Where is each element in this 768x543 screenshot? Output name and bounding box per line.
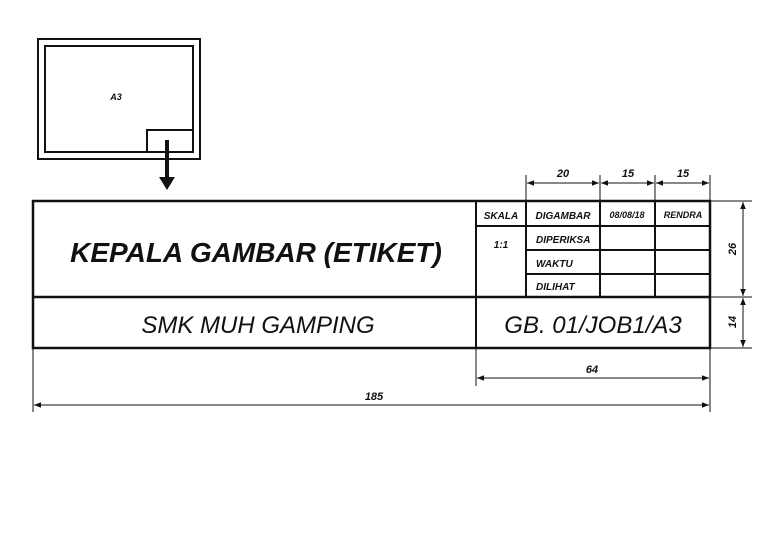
row-label-waktu: WAKTU xyxy=(536,259,573,270)
row-label-digambar: DIGAMBAR xyxy=(536,211,592,222)
row-label-diperiksa: DIPERIKSA xyxy=(536,235,590,246)
drawing-number: GB. 01/JOB1/A3 xyxy=(504,312,682,339)
dim-label-26: 26 xyxy=(727,242,739,256)
bottom-dimensions xyxy=(32,348,711,412)
dim-label-15a: 15 xyxy=(622,168,635,180)
row-label-dilihat: DILIHAT xyxy=(536,282,576,293)
scale-label: SKALA xyxy=(484,211,518,222)
dim-label-15b: 15 xyxy=(677,168,690,180)
main-title: KEPALA GAMBAR (ETIKET) xyxy=(70,237,442,268)
dim-label-14: 14 xyxy=(727,316,739,328)
sheet-title-block-region xyxy=(146,129,194,153)
right-dimensions xyxy=(710,200,752,349)
sheet-label: A3 xyxy=(109,92,122,102)
dim-label-185: 185 xyxy=(365,391,384,403)
title-block xyxy=(31,199,712,350)
row-date-digambar: 08/08/18 xyxy=(609,210,644,220)
row-name-digambar: RENDRA xyxy=(664,210,703,220)
sheet-outer-border xyxy=(37,38,201,160)
scale-value: 1:1 xyxy=(494,240,509,251)
top-dimensions xyxy=(525,175,711,201)
dim-label-64: 64 xyxy=(586,364,598,376)
sheet-inner-border xyxy=(44,45,194,153)
a3-sheet-thumbnail: A3 xyxy=(37,38,201,160)
dim-label-20: 20 xyxy=(556,168,570,180)
pointer-arrow-icon xyxy=(159,140,175,190)
school-name: SMK MUH GAMPING xyxy=(141,312,374,339)
